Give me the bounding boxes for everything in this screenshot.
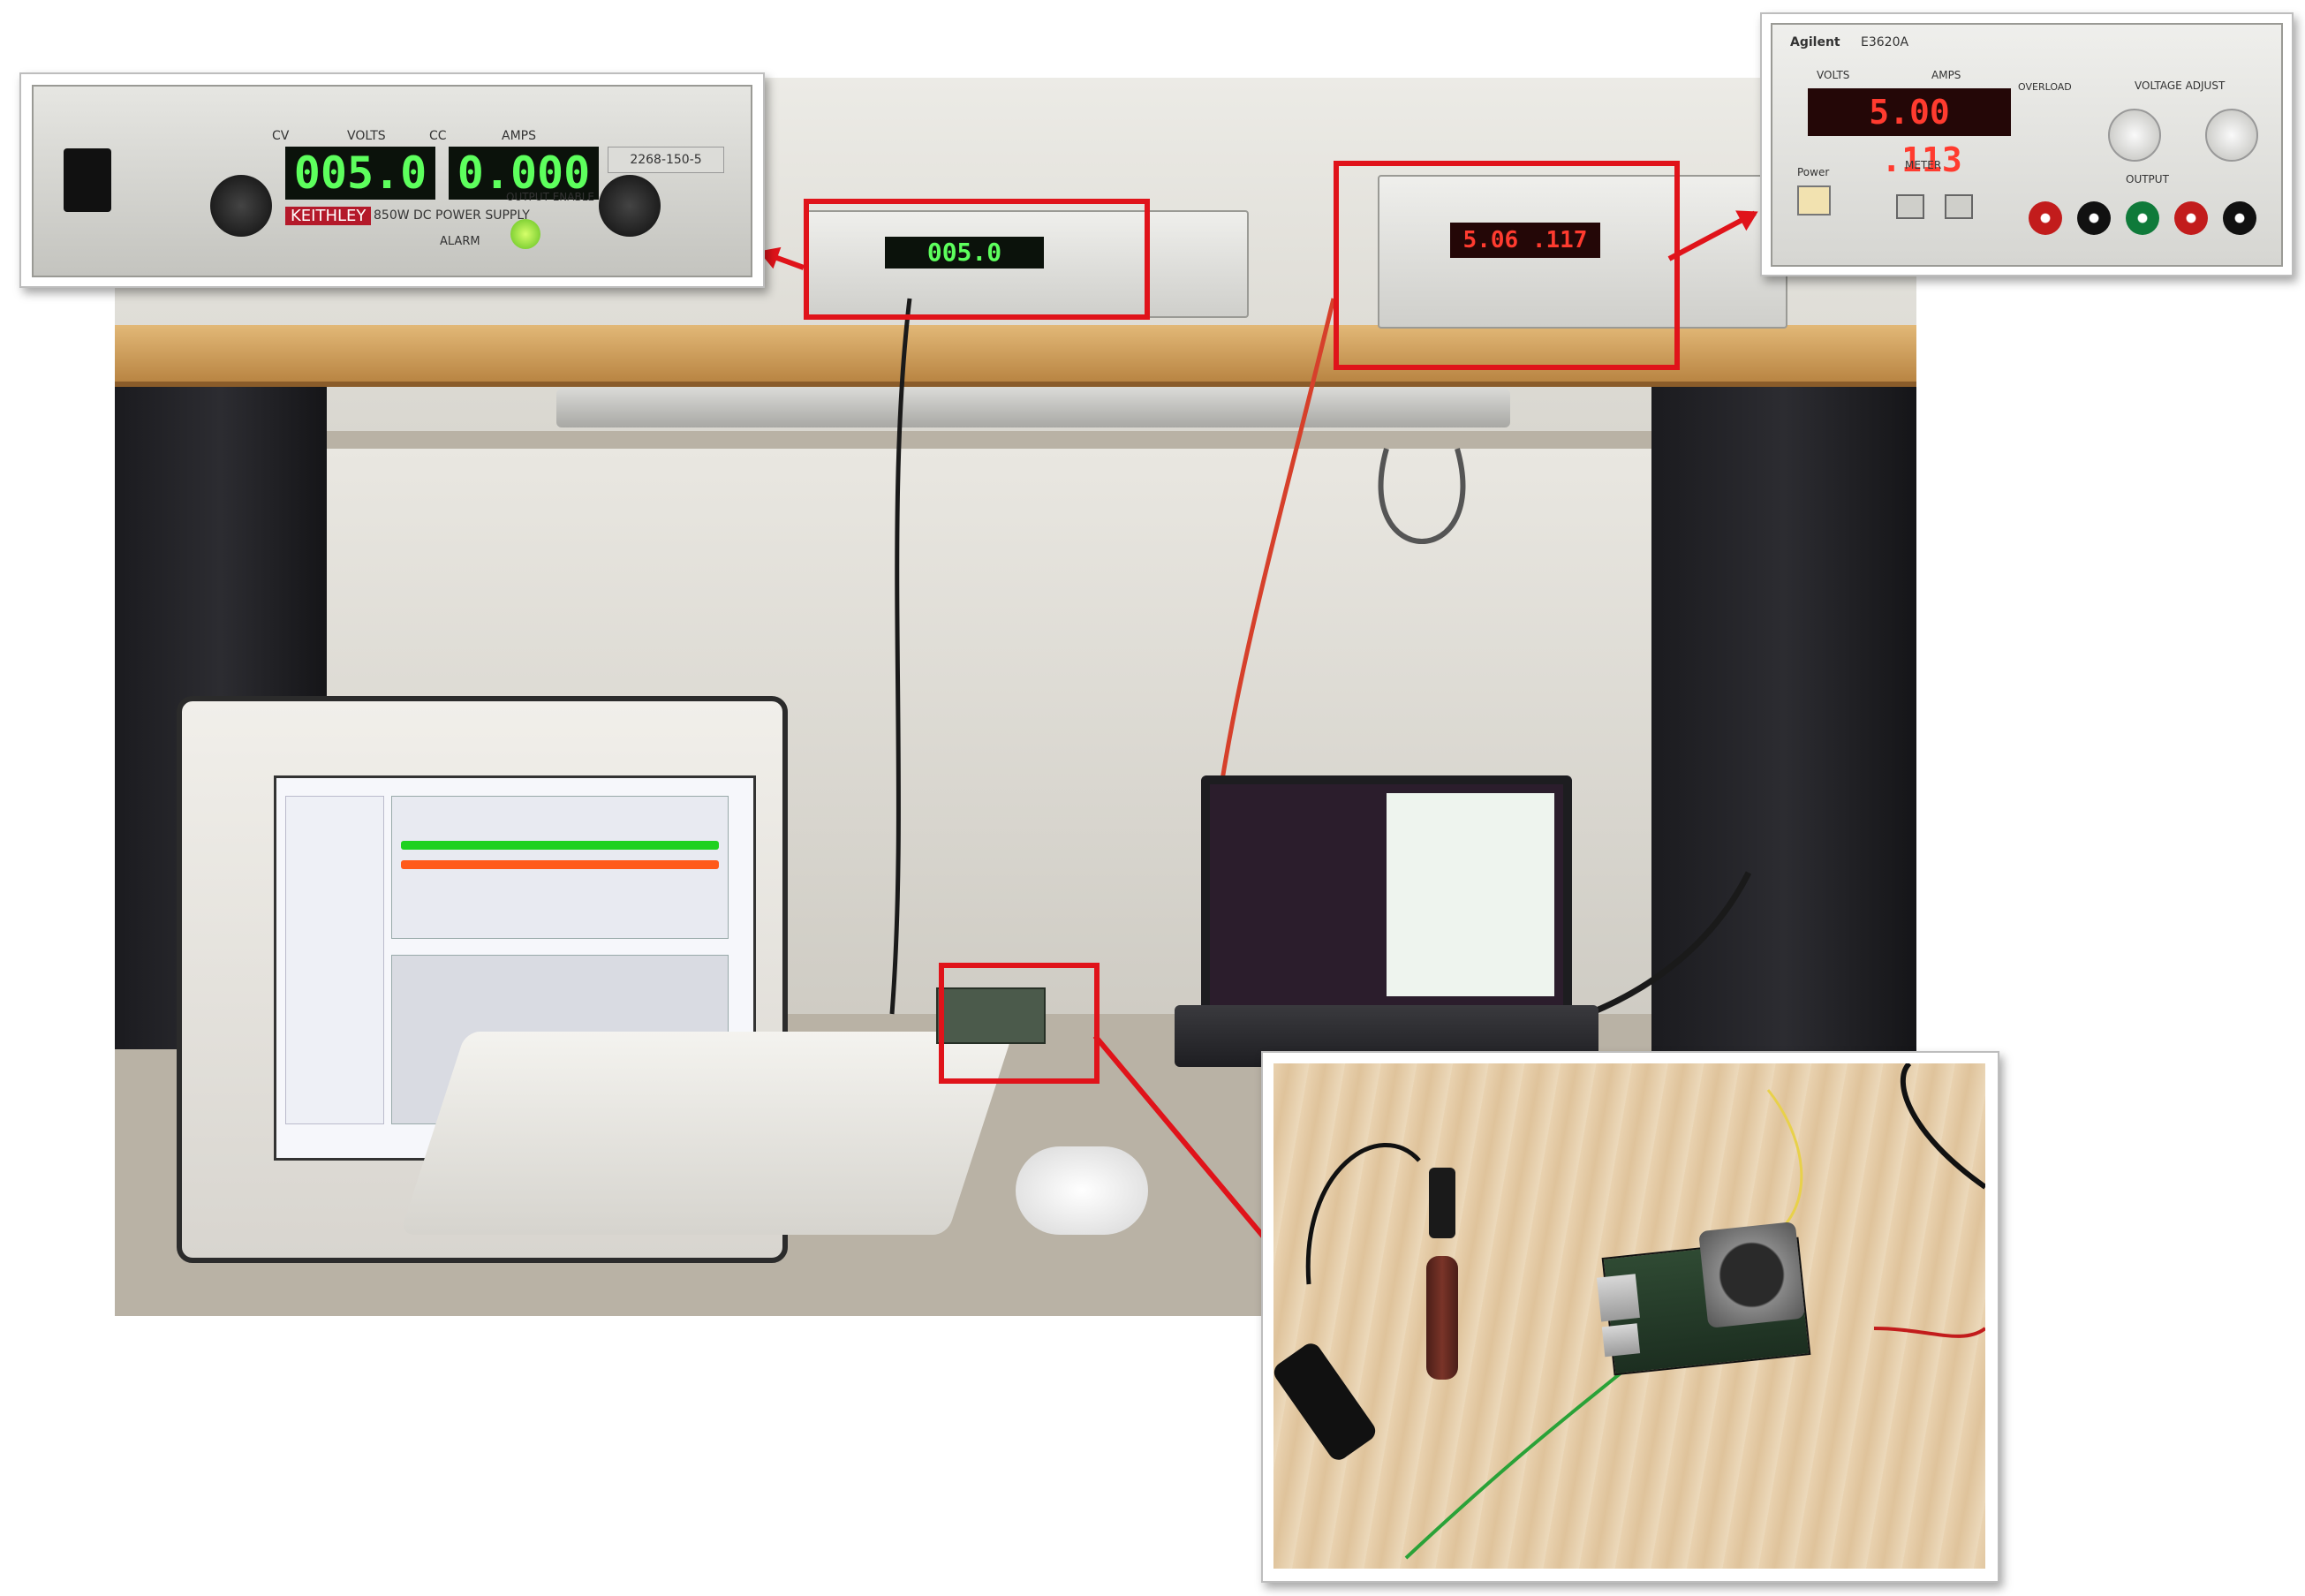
banana-jack-icon xyxy=(2077,201,2111,235)
inset-keithley: CV VOLTS CC AMPS 005.0 0.000 2268-150-5 … xyxy=(19,72,765,288)
inset-single-board-computer xyxy=(1261,1051,1999,1583)
callout-keithley xyxy=(804,199,1150,320)
daq-plot-upper xyxy=(391,796,729,939)
daq-side-panel xyxy=(285,796,384,1124)
banana-jack-icon xyxy=(2223,201,2256,235)
agilent-amps-reading: .113 xyxy=(1881,140,1962,179)
agilent-display: 5.00 .113 xyxy=(1808,88,2011,179)
agilent-supply-shelf: 5.06 .117 xyxy=(1378,175,1787,329)
output-enable-button xyxy=(510,219,540,249)
meter-label: METER xyxy=(1905,159,1942,171)
agilent-shelf-volts: 5.06 xyxy=(1462,227,1519,253)
knob-icon xyxy=(2205,109,2258,162)
equipment-rack-right xyxy=(1651,378,1916,1085)
alarm-label: ALARM xyxy=(440,235,480,248)
agilent-power-label: Power xyxy=(1797,166,1830,178)
black-cable xyxy=(889,298,912,1015)
laptop-spreadsheet xyxy=(1387,793,1554,996)
cv-label: CV xyxy=(272,129,290,143)
knob-icon xyxy=(2108,109,2161,162)
banana-jack-icon xyxy=(2174,201,2208,235)
inset-agilent: Agilent E3620A VOLTS AMPS OVERLOAD VOLTA… xyxy=(1760,12,2294,276)
keithley-shelf-display: 005.0 xyxy=(885,237,1044,269)
agilent-front-panel: Agilent E3620A VOLTS AMPS OVERLOAD VOLTA… xyxy=(1771,23,2283,267)
usb-cable xyxy=(1901,1063,1985,1190)
keithley-front-panel: CV VOLTS CC AMPS 005.0 0.000 2268-150-5 … xyxy=(32,85,752,277)
meter-button-v1 xyxy=(1896,194,1924,219)
trace-orange xyxy=(401,860,719,869)
banana-jack-icon xyxy=(2029,201,2062,235)
keithley-amps-display: 0.000 xyxy=(449,147,599,200)
agilent-brand: Agilent xyxy=(1790,35,1840,49)
keithley-model-number: 2268-150-5 xyxy=(630,153,702,167)
agilent-shelf-display: 5.06 .117 xyxy=(1450,223,1600,258)
agilent-overload-label: OVERLOAD xyxy=(2018,81,2072,93)
voltage-adjust-label: VOLTAGE ADJUST xyxy=(2135,79,2226,92)
agilent-volts-label: VOLTS xyxy=(1817,69,1850,81)
fan-heatsink xyxy=(1698,1221,1806,1328)
keithley-model-text: 850W DC POWER SUPPLY xyxy=(374,208,530,223)
single-board-computer-bench xyxy=(936,987,1046,1044)
shunt-resistor xyxy=(1426,1256,1458,1380)
amps-label: AMPS xyxy=(502,129,536,143)
wooden-shelf xyxy=(115,325,1916,387)
keithley-volts-display: 005.0 xyxy=(285,147,435,200)
callout-sbc xyxy=(939,963,1100,1084)
output-label: OUTPUT xyxy=(2126,173,2169,185)
keithley-amps-reading: 0.000 xyxy=(457,147,591,199)
probe-cable xyxy=(1305,1143,1421,1285)
laptop-screen xyxy=(1201,775,1572,1023)
keyboard xyxy=(399,1032,1014,1235)
trace-green xyxy=(401,841,719,850)
meter-button-v2 xyxy=(1945,194,1973,219)
power-switch-icon xyxy=(64,148,111,212)
keithley-volts-reading: 005.0 xyxy=(293,147,427,199)
mouse xyxy=(1016,1146,1148,1235)
output-enable-label: OUTPUT ENABLE xyxy=(506,191,594,203)
keithley-brand: KEITHLEY xyxy=(285,207,372,225)
keithley-model-badge: 2268-150-5 xyxy=(608,147,724,173)
yellow-wire xyxy=(1766,1089,1803,1242)
agilent-model-number: E3620A xyxy=(1861,35,1909,49)
gray-cable-loop xyxy=(1378,448,1466,544)
power-switch-icon xyxy=(1797,185,1831,216)
red-wire xyxy=(1873,1327,1985,1338)
knob-icon xyxy=(599,175,661,237)
agilent-amps-label: AMPS xyxy=(1931,69,1961,81)
usb-port xyxy=(1601,1323,1641,1358)
ethernet-port xyxy=(1596,1274,1640,1322)
volts-label: VOLTS xyxy=(347,129,386,143)
single-board-computer xyxy=(1596,1221,1811,1376)
under-shelf-light xyxy=(556,389,1510,427)
callout-agilent xyxy=(1334,161,1680,370)
banana-jack-icon xyxy=(2126,201,2159,235)
keithley-supply-shelf: 005.0 xyxy=(804,210,1249,318)
lab-bench-photo: 005.0 5.06 .117 xyxy=(115,78,1916,1316)
keithley-shelf-volts: 005.0 xyxy=(926,238,1002,267)
knob-icon xyxy=(210,175,272,237)
resistor-clip xyxy=(1429,1168,1455,1238)
agilent-shelf-amps: .117 xyxy=(1531,227,1588,253)
cc-label: CC xyxy=(429,129,447,143)
agilent-volts-reading: 5.00 xyxy=(1869,93,1950,132)
